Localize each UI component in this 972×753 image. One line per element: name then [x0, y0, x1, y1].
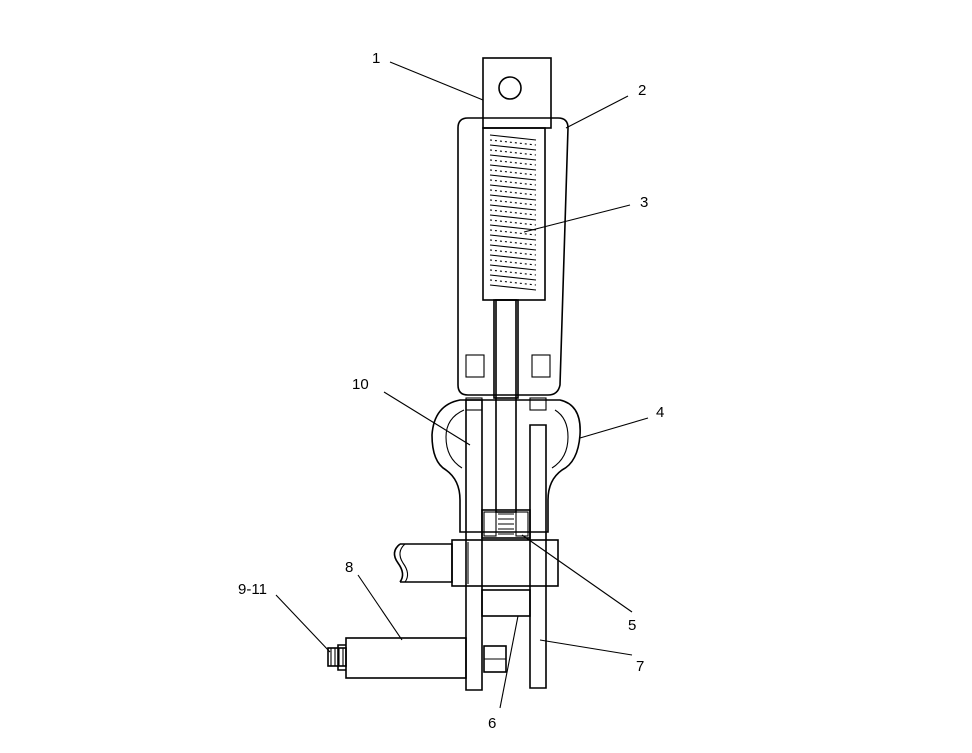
callout-3: 3 [640, 194, 648, 211]
plunger-rod [495, 299, 517, 513]
bulb-housing [431, 399, 581, 533]
callout-labels: 1 2 3 4 5 6 7 8 9-11 10 [238, 50, 664, 732]
right-side-plate [529, 424, 547, 689]
callout-10: 10 [352, 376, 369, 393]
left-side-plate [465, 399, 483, 691]
callout-4: 4 [656, 404, 664, 421]
callout-6: 6 [488, 715, 496, 732]
leader-lines [275, 61, 649, 709]
callout-2: 2 [638, 82, 646, 99]
callout-9-11: 9-11 [238, 581, 267, 598]
compression-spring [489, 134, 537, 291]
callout-5: 5 [628, 617, 636, 634]
cylinder-stud [337, 637, 467, 679]
threaded-end [327, 647, 347, 667]
callout-7: 7 [636, 658, 644, 675]
callout-8: 8 [345, 559, 353, 576]
spacer-block [481, 589, 531, 617]
callout-1: 1 [372, 50, 380, 67]
bolt-head [483, 645, 507, 673]
cross-pin [393, 539, 559, 587]
threaded-nut [481, 509, 531, 539]
